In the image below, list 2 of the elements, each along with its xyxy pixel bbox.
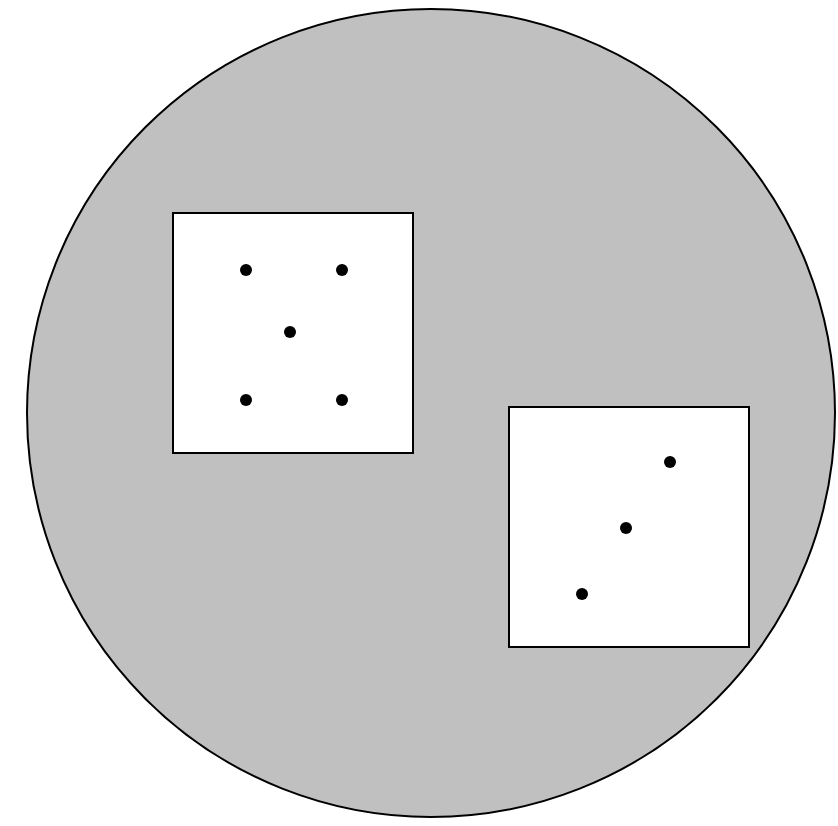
- square-box: [508, 406, 750, 648]
- square-box: [172, 212, 414, 454]
